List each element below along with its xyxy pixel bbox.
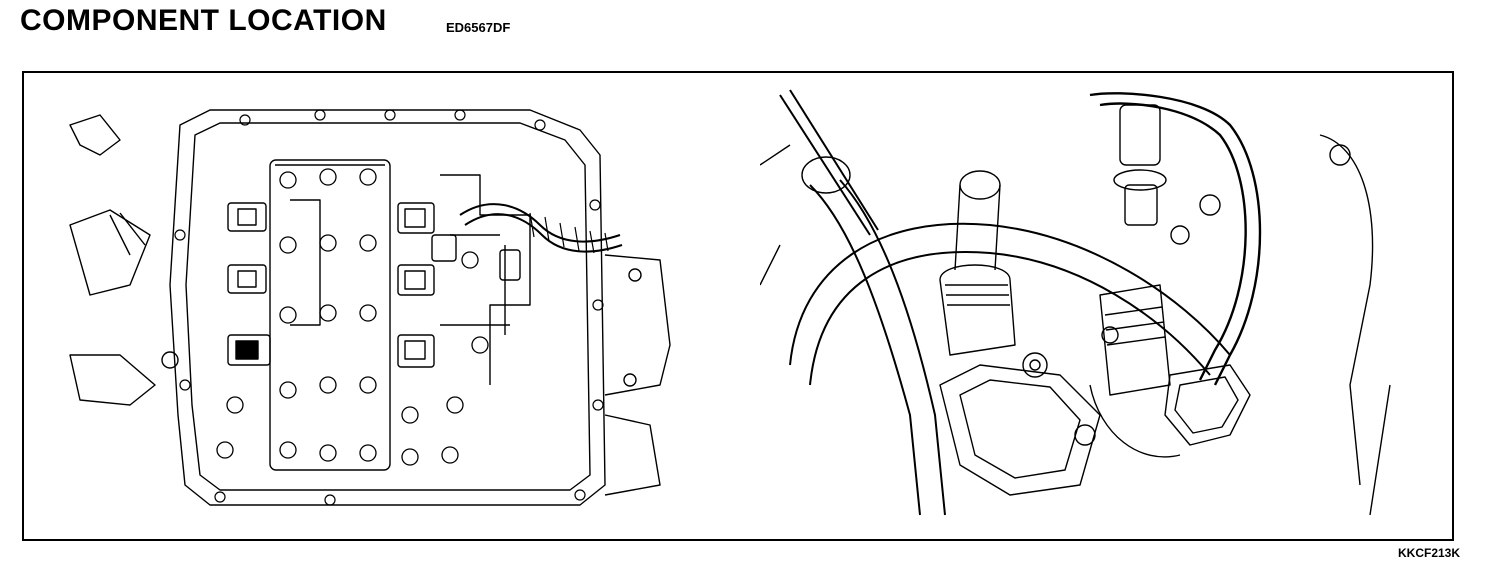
figure-id: KKCF213K <box>1397 546 1460 560</box>
valve-body-illustration <box>69 109 671 506</box>
document-code: ED6567DF <box>446 20 511 35</box>
engine-bay-illustration <box>760 89 1391 516</box>
illustration-frame <box>22 71 1454 541</box>
page-title: COMPONENT LOCATION <box>20 4 387 37</box>
